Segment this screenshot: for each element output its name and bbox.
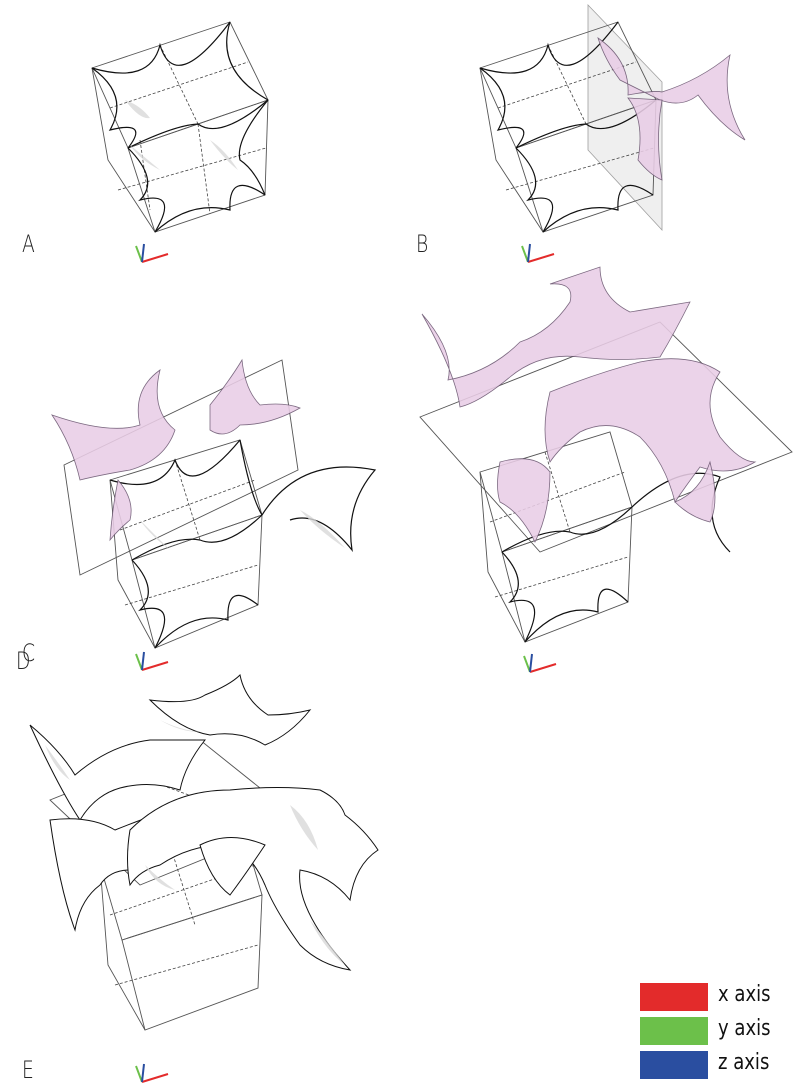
legend-item-y: y axis: [640, 1014, 805, 1048]
highlighted-surface-d-mid: [545, 359, 755, 502]
axis-legend: x axis y axis z axis: [640, 980, 805, 1082]
cell-box-left: [92, 68, 155, 232]
unit-cell-diagram-a: [0, 0, 400, 270]
unit-cell-diagram-b: [400, 0, 810, 270]
axis-triad-d: [520, 650, 560, 678]
panel-a: A: [0, 0, 400, 270]
panel-label-b: B: [416, 232, 428, 256]
legend-label-z: z axis: [718, 1050, 769, 1075]
panel-label-e: E: [22, 1058, 34, 1082]
legend-swatch-y: [640, 1017, 708, 1045]
panel-label-a: A: [22, 232, 35, 256]
unit-cell-diagram-d: [400, 262, 810, 682]
unit-cell-diagram-e: [0, 670, 440, 1087]
axis-triad-e: [132, 1060, 172, 1088]
panel-b: B: [400, 0, 810, 270]
panel-c: C: [0, 330, 400, 680]
panel-e: E: [0, 670, 440, 1087]
cell-box-top: [92, 22, 268, 148]
unit-cell-diagram-c: [0, 330, 400, 680]
axis-triad-a: [132, 240, 172, 268]
legend-label-x: x axis: [718, 982, 771, 1007]
legend-item-x: x axis: [640, 980, 805, 1014]
panel-d: D: [400, 262, 810, 682]
surface-e-top: [150, 675, 310, 745]
highlighted-surface-c: [52, 370, 175, 480]
surface-e-right: [128, 788, 379, 971]
legend-swatch-x: [640, 983, 708, 1011]
legend-label-y: y axis: [718, 1016, 771, 1041]
legend-swatch-z: [640, 1051, 708, 1079]
legend-item-z: z axis: [640, 1048, 805, 1082]
